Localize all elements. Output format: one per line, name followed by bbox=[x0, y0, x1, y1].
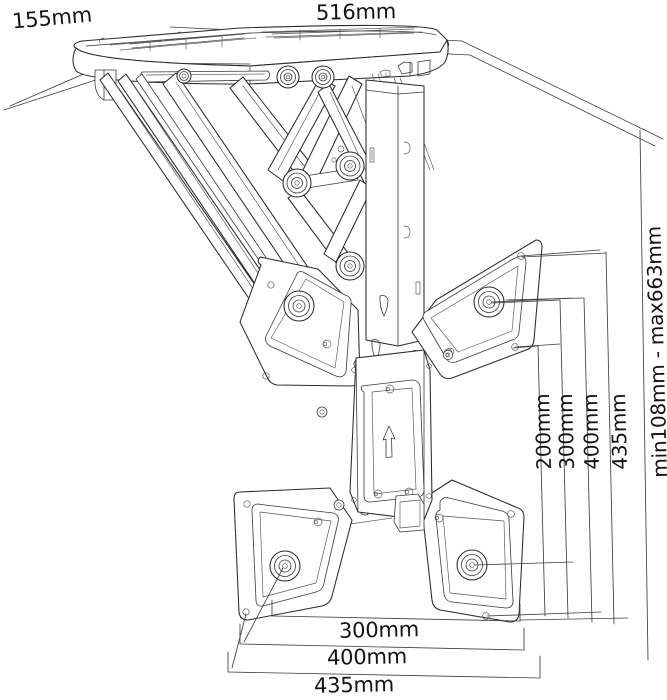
scissor-lift-arm-linkage bbox=[99, 65, 435, 340]
dimension-label-bottom-300mm: 300mm bbox=[338, 617, 420, 643]
dimension-label-right-400mm: 400mm bbox=[578, 393, 604, 471]
x-shaped-vesa-adapter-plate bbox=[233, 239, 543, 623]
telescoping-center-column bbox=[365, 79, 425, 361]
dimension-label-bottom-435mm: 435mm bbox=[313, 672, 395, 698]
dimension-label-bottom-400mm: 400mm bbox=[326, 644, 408, 670]
dimension-label-drop-range: min108mm - max663mm bbox=[641, 225, 667, 479]
dimension-label-right-200mm: 200mm bbox=[530, 393, 556, 471]
dimension-lines-right bbox=[474, 129, 649, 661]
orientation-arrow bbox=[382, 425, 396, 458]
dimension-label-right-300mm: 300mm bbox=[553, 393, 579, 471]
dimension-lines-bottom bbox=[227, 567, 541, 679]
dimension-label-516mm: 516mm bbox=[315, 0, 397, 25]
dimension-label-right-435mm: 435mm bbox=[606, 393, 632, 471]
